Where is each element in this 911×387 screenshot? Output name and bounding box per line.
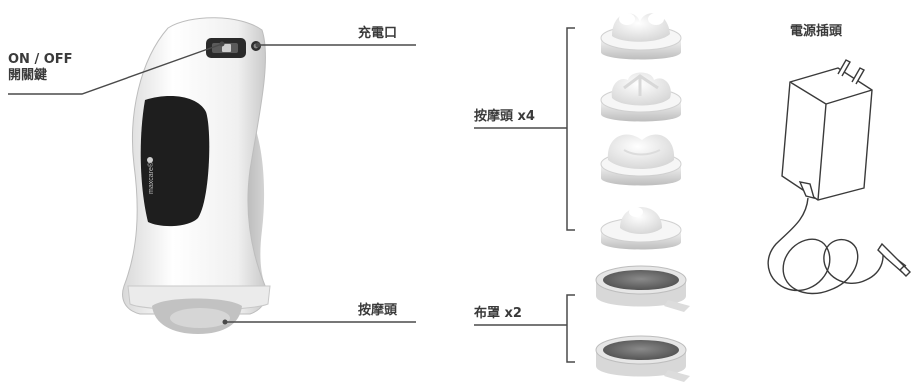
power-switch-label-line1: ON / OFF <box>8 52 73 67</box>
massage-attachment-icon <box>600 72 682 122</box>
massage-head-label: 按摩頭 <box>358 303 398 318</box>
cloth-covers-label: 布罩 x2 <box>474 306 522 321</box>
cloth-cover-icon <box>595 335 690 382</box>
power-switch-label-line2: 開關鍵 <box>8 68 48 83</box>
leader-lines <box>8 43 416 323</box>
cloth-cover-icon <box>595 265 690 312</box>
power-adapter-label: 電源插頭 <box>790 24 843 39</box>
power-adapter-icon <box>767 59 911 295</box>
charging-port-label: 充電口 <box>358 26 398 41</box>
massager-device-icon <box>122 17 271 334</box>
bracket-lines <box>474 27 575 363</box>
massage-attachment-icon <box>600 207 682 250</box>
massage-attachment-icon <box>600 13 682 60</box>
power-switch-label: ON / OFF 開關鍵 <box>8 52 73 84</box>
device-logo-text: maxcare® <box>147 161 155 194</box>
massage-attachment-icon <box>600 134 682 186</box>
massage-heads-set-label: 按摩頭 x4 <box>474 109 535 124</box>
